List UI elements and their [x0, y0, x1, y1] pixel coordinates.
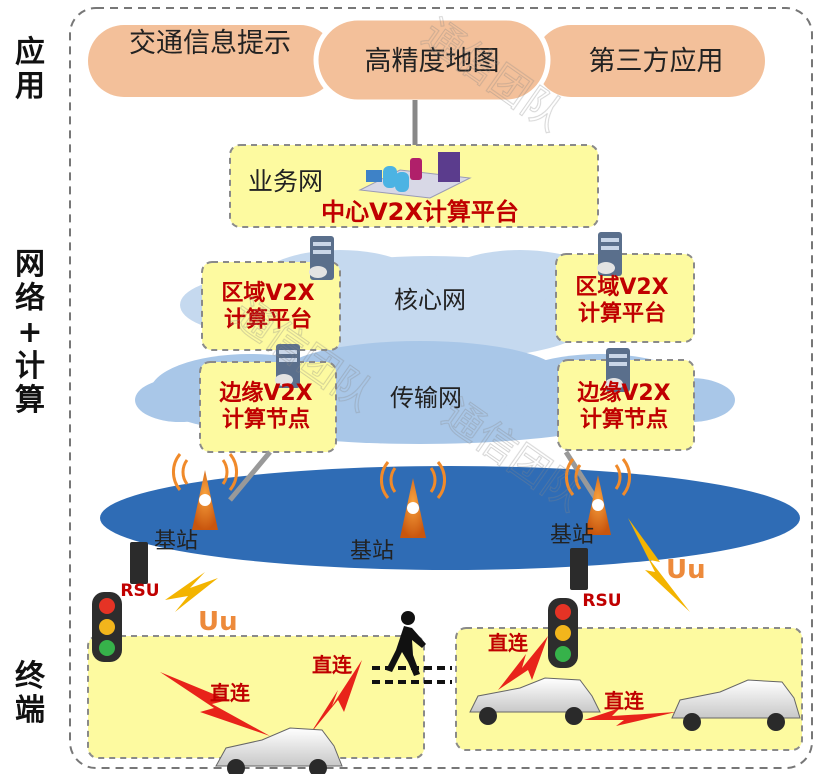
car-icon	[671, 679, 801, 731]
server-cluster-icon	[358, 152, 472, 199]
rsu-left-icon	[130, 542, 148, 584]
terminal-box-left	[87, 635, 425, 759]
base-station-icon	[565, 458, 631, 535]
direct-label: 直连	[488, 631, 529, 655]
direct-bolt-icon	[310, 660, 362, 734]
outer-frame	[69, 7, 813, 769]
uu-bolt-right-icon	[628, 518, 690, 612]
regional-box-left	[201, 261, 341, 351]
base-station-icon	[172, 453, 238, 530]
base-station-icon	[380, 461, 446, 538]
app-pill-hd-map	[313, 15, 551, 105]
direct-label: 直连	[312, 653, 353, 677]
connector-edge-left	[228, 450, 272, 502]
center-platform-label: 中心V2X计算平台	[321, 198, 519, 226]
app-hd-map-label: 高精度地图	[365, 46, 500, 77]
rsu-right-icon	[570, 548, 588, 590]
business-network-label: 业务网	[248, 167, 323, 196]
core-network-label: 核心网	[394, 286, 466, 314]
direct-bolt-icon	[584, 708, 676, 726]
rsu-left-label: RSU	[120, 581, 159, 601]
layer-label-network-compute: 网络+计算	[15, 247, 45, 418]
base-station-label: 基站	[350, 539, 394, 564]
direct-bolt-icon	[498, 636, 548, 690]
layer-label-terminal: 终端	[15, 659, 45, 728]
traffic-light-left-icon	[92, 592, 122, 662]
uu-right-label: Uu	[666, 555, 706, 585]
server-icon	[275, 344, 300, 388]
traffic-light-right-icon	[548, 598, 578, 668]
direct-bolt-icon	[160, 672, 270, 736]
server-icon	[605, 348, 630, 392]
pedestrian-icon	[386, 611, 426, 676]
direct-label: 直连	[604, 689, 645, 713]
app-pill-third-party	[535, 25, 765, 97]
server-icon	[597, 232, 622, 276]
layer-label-application: 应用	[15, 35, 45, 104]
rsu-right-label: RSU	[582, 591, 621, 611]
uu-left-label: Uu	[198, 607, 238, 637]
direct-label: 直连	[210, 681, 251, 705]
app-traffic-info-label: 交通信息提示	[129, 28, 291, 59]
server-icon	[309, 236, 334, 280]
regional-box-right	[555, 253, 695, 343]
car-icon	[215, 727, 343, 774]
transport-network-label: 传输网	[390, 384, 462, 412]
terminal-box-right	[455, 627, 803, 751]
uu-bolt-left-icon	[165, 572, 218, 612]
app-third-party-label: 第三方应用	[589, 46, 724, 77]
base-station-label: 基站	[154, 529, 198, 554]
app-pill-traffic-info	[88, 25, 336, 97]
base-station-label: 基站	[550, 523, 594, 548]
car-icon	[469, 677, 601, 725]
